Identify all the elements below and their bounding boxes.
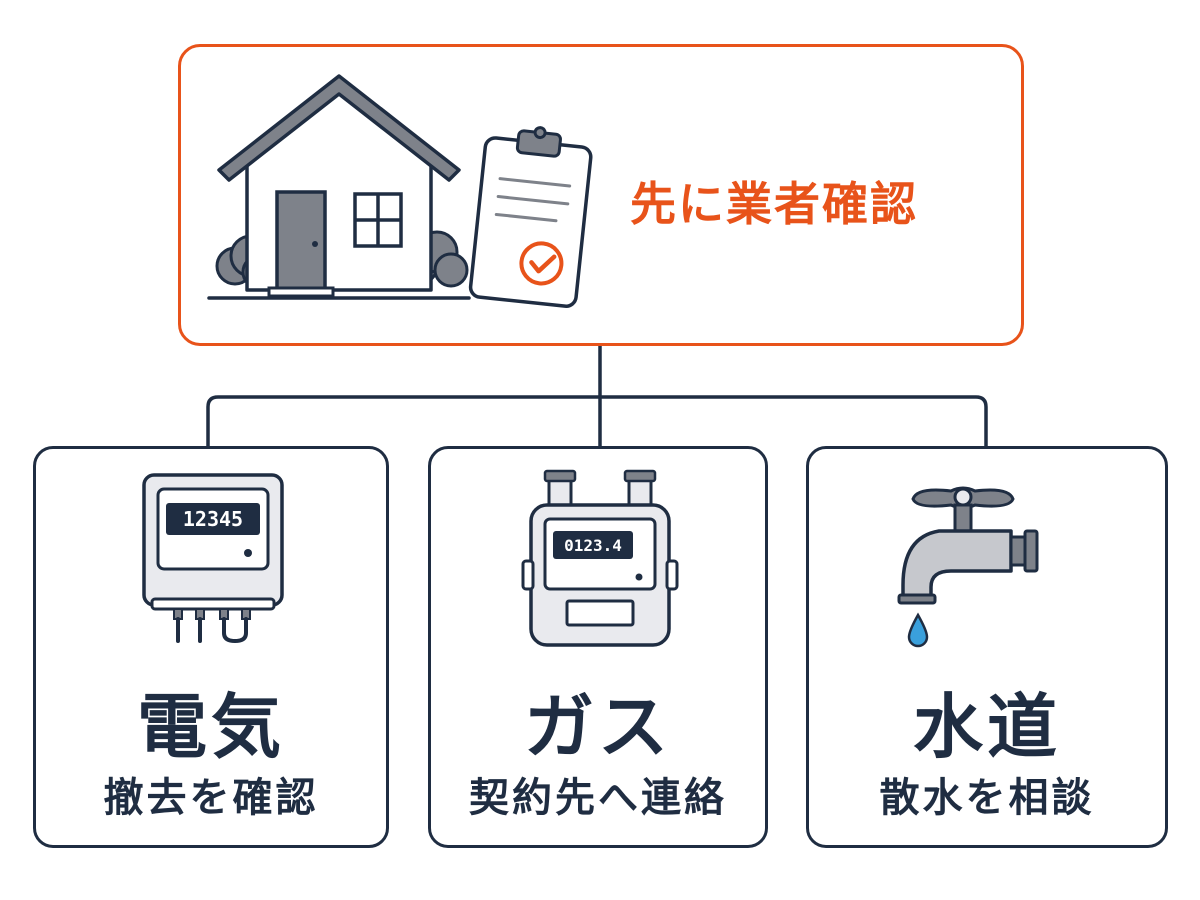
- card-water-subtitle: 散水を相談: [879, 775, 1095, 821]
- card-gas-subtitle: 契約先へ連絡: [469, 775, 727, 821]
- house-icon: [207, 74, 471, 300]
- top-title: 先に業者確認: [630, 177, 918, 231]
- card-water: 水道 散水を相談: [806, 446, 1168, 848]
- card-water-title: 水道: [913, 686, 1061, 768]
- card-electricity-subtitle: 撤去を確認: [103, 775, 319, 821]
- gas-meter-reading: 0123.4: [564, 536, 622, 555]
- electric-meter-reading: 12345: [183, 507, 243, 531]
- gas-meter-icon: 0123.4: [521, 469, 679, 647]
- water-faucet-icon: [897, 486, 1039, 648]
- connector-bar: [206, 395, 988, 446]
- card-gas-title: ガス: [524, 686, 672, 768]
- water-drop-icon: [907, 612, 929, 648]
- card-electricity: 12345 電気 撤去を確認: [33, 446, 389, 848]
- card-electricity-title: 電気: [137, 686, 285, 768]
- card-gas: 0123.4 ガス 契約先へ連絡: [428, 446, 768, 848]
- electric-meter-icon: 12345: [142, 473, 284, 644]
- clipboard-check-icon: [468, 126, 593, 308]
